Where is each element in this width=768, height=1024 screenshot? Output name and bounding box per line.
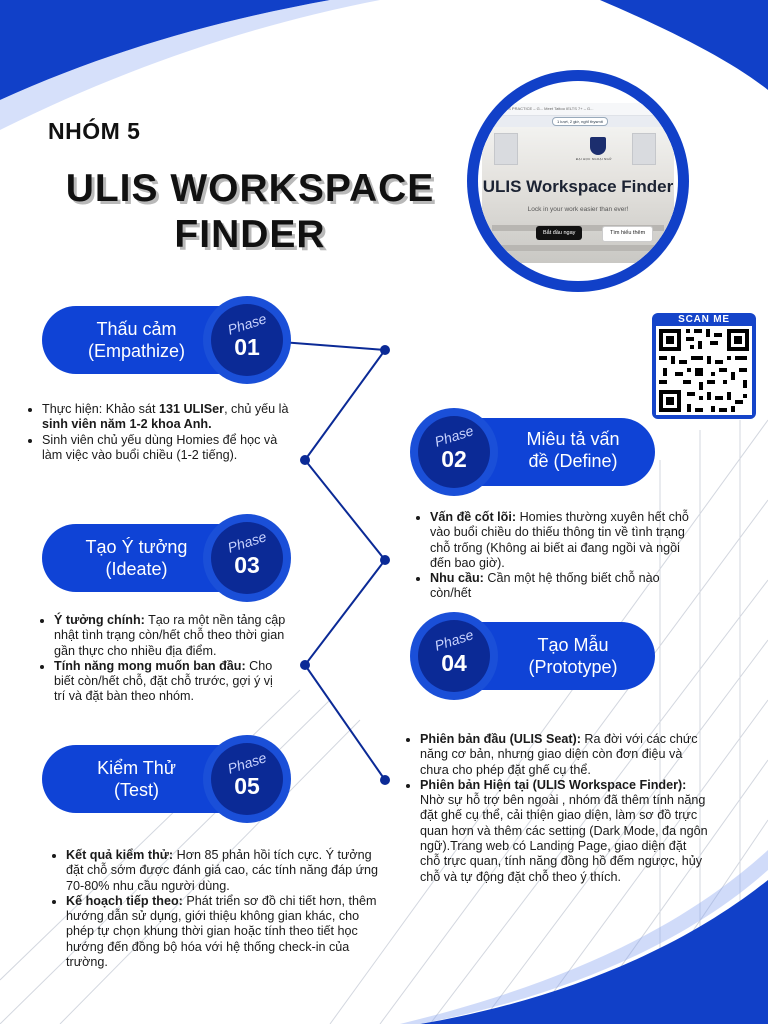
bullet-text: Hơn 85 phản hồi tích cực. Ý tưởng đặt ch… xyxy=(66,848,379,893)
phase-02-title-line2: đề (Define) xyxy=(528,451,618,471)
bullet-item: Sinh viên chủ yếu dùng Homies để học và … xyxy=(42,433,300,464)
bullet-keyword: Vấn đề cốt lõi: xyxy=(430,510,517,524)
phase-01-title-line1: Thấu cảm xyxy=(96,319,177,339)
phase-03-title-line1: Tạo Ý tưởng xyxy=(85,537,188,557)
qr-code-icon xyxy=(659,329,749,412)
bullet-list: Phiên bản đầu (ULIS Seat): Ra đời với cá… xyxy=(398,732,708,885)
phase-01-title: Thấu cảm (Empathize) xyxy=(54,318,219,362)
phase-02-content: Vấn đề cốt lõi: Homies thường xuyên hết … xyxy=(408,510,703,602)
phase-number: 04 xyxy=(441,650,467,676)
desk-row xyxy=(492,245,664,251)
bullet-text: Cần một hệ thống biết chỗ nào còn/hết xyxy=(430,571,660,601)
phase-05-badge: Phase 05 xyxy=(203,735,291,823)
bullet-keyword: Nhu cầu: xyxy=(430,571,484,586)
app-preview: IELTS PRACTICE – G... Meet Tattoo IELTS … xyxy=(478,81,678,281)
app-subtitle: Lock in your work easier than ever! xyxy=(527,206,629,213)
bullet-keyword: Phiên bản Hiện tại (ULIS Workspace Finde… xyxy=(420,777,687,792)
learn-more-button[interactable]: Tìm hiểu thêm xyxy=(602,226,654,242)
bullet-text: , chủ yếu là xyxy=(224,402,289,416)
phase-number: 05 xyxy=(234,773,260,799)
bullet-item: Phiên bản Hiện tại (ULIS Workspace Finde… xyxy=(420,778,708,885)
start-button[interactable]: Bắt đầu ngay xyxy=(536,226,583,240)
phase-04-title: Tạo Mẫu (Prototype) xyxy=(498,634,648,678)
browser-tab-bar: IELTS PRACTICE – G... Meet Tattoo IELTS … xyxy=(482,103,678,116)
crest-caption: ĐẠI HỌC NGOẠI NGỮ xyxy=(576,157,612,161)
phase-04-title-line1: Tạo Mẫu xyxy=(537,635,609,655)
qr-code[interactable] xyxy=(656,326,752,415)
bullet-text: Phát triển sơ đồ chi tiết hơn, thêm hướn… xyxy=(66,893,377,970)
phase-02-title: Miêu tả vấn đề (Define) xyxy=(498,428,648,472)
bullet-text: Tạo ra một nền tảng cập nhật tình trạng … xyxy=(54,613,286,658)
bullet-text: Cho biết còn/hết chỗ, đặt chỗ trước, gợi… xyxy=(54,658,273,704)
bullet-keyword: Tính năng mong muốn ban đầu: xyxy=(54,658,246,673)
bullet-list: Thực hiện: Khảo sát 131 ULISer, chủ yếu … xyxy=(20,402,300,463)
bullet-text: Ra đời với các chức năng cơ bản, nhưng g… xyxy=(420,732,698,777)
bullet-item: Vấn đề cốt lõi: Homies thường xuyên hết … xyxy=(430,510,703,571)
address-bar: 1 lượt, 2 giờ, nghĩ thysmit xyxy=(552,117,608,126)
phase-04-title-line2: (Prototype) xyxy=(528,657,618,677)
group-label: NHÓM 5 xyxy=(48,118,141,144)
bullet-text: Homies thường xuyên hết chỗ vào buổi chi… xyxy=(430,510,689,570)
bullet-item: Thực hiện: Khảo sát 131 ULISer, chủ yếu … xyxy=(42,402,300,433)
phase-03-badge: Phase 03 xyxy=(203,514,291,602)
bullet-item: Nhu cầu: Cần một hệ thống biết chỗ nào c… xyxy=(430,571,703,602)
phase-01-content: Thực hiện: Khảo sát 131 ULISer, chủ yếu … xyxy=(20,402,300,463)
phase-04-badge: Phase 04 xyxy=(410,612,498,700)
phase-number: 02 xyxy=(441,446,467,472)
bullet-keyword: Ý tưởng chính: xyxy=(54,613,145,627)
phase-04-content: Phiên bản đầu (ULIS Seat): Ra đời với cá… xyxy=(398,732,708,885)
scan-me-label: SCAN ME xyxy=(678,314,730,325)
phase-03-title-line2: (Ideate) xyxy=(105,559,168,579)
bullet-keyword: 131 ULISer xyxy=(158,402,225,416)
bullet-text: Thực hiện: Khảo sát xyxy=(42,402,159,416)
bullet-text: Nhờ sự hỗ trợ bên ngoài , nhóm đã thêm t… xyxy=(420,793,708,884)
bullet-keyword: sinh viên năm 1-2 khoa Anh. xyxy=(42,417,212,432)
bullet-item: Phiên bản đầu (ULIS Seat): Ra đời với cá… xyxy=(420,732,708,778)
bullet-item: Tính năng mong muốn ban đầu: Cho biết cò… xyxy=(54,659,287,705)
bullet-list: Vấn đề cốt lõi: Homies thường xuyên hết … xyxy=(408,510,703,602)
window xyxy=(494,133,518,165)
bullet-keyword: Kế hoạch tiếp theo: xyxy=(66,893,183,908)
bullet-keyword: Kết quả kiểm thử: xyxy=(66,848,174,862)
bullet-list: Kết quả kiểm thử: Hơn 85 phản hồi tích c… xyxy=(44,848,379,970)
bullet-text: Sinh viên chủ yếu dùng Homies để học và … xyxy=(42,432,278,462)
app-title: ULIS Workspace Finder xyxy=(482,177,674,196)
window xyxy=(632,133,656,165)
phase-02-title-line1: Miêu tả vấn xyxy=(526,429,620,449)
phase-01-badge: Phase 01 xyxy=(203,296,291,384)
page-title: ULIS WORKSPACE FINDER xyxy=(40,166,460,258)
bullet-keyword: Phiên bản đầu (ULIS Seat): xyxy=(420,732,581,746)
phase-05-content: Kết quả kiểm thử: Hơn 85 phản hồi tích c… xyxy=(44,848,379,970)
phase-05-title: Kiểm Thử (Test) xyxy=(54,757,219,801)
qr-card[interactable]: SCAN ME xyxy=(652,313,756,419)
phase-number: 01 xyxy=(234,334,260,360)
phase-02-badge: Phase 02 xyxy=(410,408,498,496)
bullet-item: Kết quả kiểm thử: Hơn 85 phản hồi tích c… xyxy=(66,848,379,894)
bullet-list: Ý tưởng chính: Tạo ra một nền tảng cập n… xyxy=(32,613,287,705)
phase-05-title-line1: Kiểm Thử xyxy=(97,758,176,778)
phase-03-title: Tạo Ý tưởng (Ideate) xyxy=(54,536,219,580)
phase-03-content: Ý tưởng chính: Tạo ra một nền tảng cập n… xyxy=(32,613,287,705)
title-line-1: ULIS WORKSPACE xyxy=(65,167,435,210)
bullet-item: Kế hoạch tiếp theo: Phát triển sơ đồ chi… xyxy=(66,894,379,970)
phase-01-title-line2: (Empathize) xyxy=(87,341,186,361)
bullet-item: Ý tưởng chính: Tạo ra một nền tảng cập n… xyxy=(54,613,287,659)
phase-05-title-line2: (Test) xyxy=(114,780,159,800)
university-crest-icon xyxy=(590,137,606,155)
phase-number: 03 xyxy=(234,552,260,578)
title-line-2: FINDER xyxy=(174,213,326,256)
